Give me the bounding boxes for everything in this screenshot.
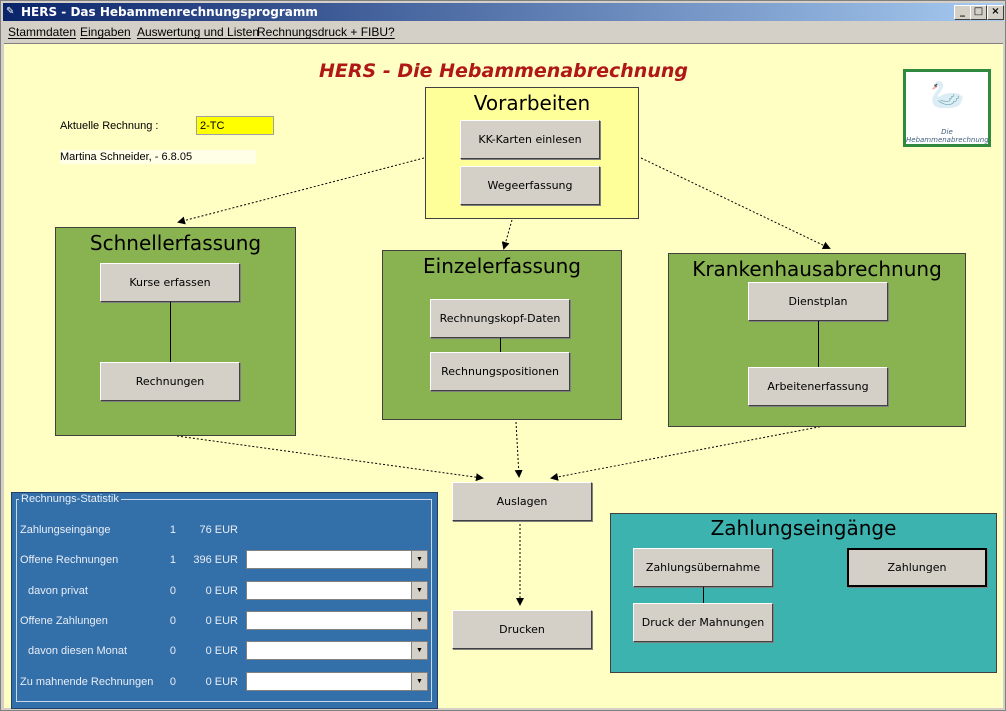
current-invoice-field[interactable]: 2-TC — [196, 116, 274, 135]
panel-krankenhaus: Krankenhausabrechnung Dienstplan Arbeite… — [668, 253, 966, 427]
stat-row: Zahlungseingänge 1 76 EUR — [12, 520, 432, 542]
offene-rechnungen-dropdown[interactable]: ▼ — [246, 550, 428, 569]
stat-label: davon privat — [28, 585, 88, 597]
rechnungskopf-button[interactable]: Rechnungskopf-Daten — [430, 299, 570, 338]
drucken-button[interactable]: Drucken — [452, 610, 592, 649]
stat-count: 0 — [169, 585, 176, 597]
kurse-erfassen-button[interactable]: Kurse erfassen — [100, 263, 240, 302]
auslagen-button[interactable]: Auslagen — [452, 482, 592, 521]
panel-einzelerfassung: Einzelerfassung Rechnungskopf-Daten Rech… — [382, 250, 622, 420]
stat-label: Zahlungseingänge — [20, 524, 111, 536]
menu-rechnungsdruck[interactable]: Rechnungsdruck + FIBU — [257, 25, 389, 39]
zahlungen-button[interactable]: Zahlungen — [847, 548, 987, 587]
stat-row: Zu mahnende Rechnungen 0 0 EUR ▼ — [12, 672, 432, 694]
stat-amount: 0 EUR — [205, 645, 238, 657]
stork-icon: 🦢 — [930, 78, 965, 111]
chevron-down-icon[interactable]: ▼ — [411, 673, 427, 690]
stat-label: Offene Zahlungen — [20, 615, 108, 627]
minimize-button[interactable]: _ — [954, 5, 971, 20]
einzel-title: Einzelerfassung — [423, 254, 581, 278]
menu-bar: Stammdaten Eingaben Auswertung und Liste… — [3, 22, 1003, 42]
stat-row: davon privat 0 0 EUR ▼ — [12, 581, 432, 603]
connector-line — [818, 321, 819, 367]
stat-amount: 396 EUR — [193, 554, 238, 566]
stat-row: davon diesen Monat 0 0 EUR ▼ — [12, 641, 432, 663]
connector-line — [170, 302, 171, 362]
stat-count: 0 — [169, 615, 176, 627]
statistics-title: Rechnungs-Statistik — [21, 493, 119, 505]
rechnungspositionen-button[interactable]: Rechnungspositionen — [430, 352, 570, 391]
stat-label: Offene Rechnungen — [20, 554, 119, 566]
title-bar: ✎ HERS - Das Hebammenrechnungsprogramm _… — [3, 3, 1004, 21]
chevron-down-icon[interactable]: ▼ — [411, 642, 427, 659]
schnell-title: Schnellerfassung — [89, 231, 262, 255]
stat-amount: 0 EUR — [205, 615, 238, 627]
chevron-down-icon[interactable]: ▼ — [411, 582, 427, 599]
menu-stammdaten[interactable]: Stammdaten — [8, 25, 77, 39]
menu-auswertung[interactable]: Auswertung und Listen — [137, 25, 260, 39]
maximize-button[interactable]: □ — [970, 5, 987, 20]
page-title: HERS - Die Hebammenabrechnung — [319, 60, 688, 82]
stat-amount: 76 EUR — [199, 524, 238, 536]
panel-vorarbeiten: Vorarbeiten KK-Karten einlesen Wegeerfas… — [425, 87, 639, 219]
zahlungsuebernahme-button[interactable]: Zahlungsübernahme — [633, 548, 773, 587]
connector-line — [500, 338, 501, 352]
stat-amount: 0 EUR — [205, 585, 238, 597]
kk-karten-button[interactable]: KK-Karten einlesen — [460, 120, 600, 159]
patient-name: Martina Schneider, - 6.8.05 — [60, 151, 193, 163]
window-title: HERS - Das Hebammenrechnungsprogramm — [21, 5, 318, 19]
stat-count: 0 — [169, 676, 176, 688]
mahnungen-dropdown[interactable]: ▼ — [246, 672, 428, 691]
main-form: HERS - Die Hebammenabrechnung Aktuelle R… — [4, 43, 1003, 709]
zahl-title: Zahlungseingänge — [710, 516, 897, 540]
connector-line — [703, 587, 704, 603]
menu-eingaben[interactable]: Eingaben — [80, 25, 131, 39]
druck-mahnungen-button[interactable]: Druck der Mahnungen — [633, 603, 773, 642]
dienstplan-button[interactable]: Dienstplan — [748, 282, 888, 321]
vorarbeiten-title: Vorarbeiten — [473, 91, 591, 115]
monat-dropdown[interactable]: ▼ — [246, 641, 428, 660]
stat-amount: 0 EUR — [205, 676, 238, 688]
statistics-panel: Rechnungs-Statistik Zahlungseingänge 1 7… — [11, 492, 438, 709]
stat-row: Offene Zahlungen 0 0 EUR ▼ — [12, 611, 432, 633]
hers-logo: 🦢 Die Hebammenabrechnung — [903, 69, 991, 147]
close-button[interactable]: × — [987, 5, 1004, 20]
arbeitenerfassung-button[interactable]: Arbeitenerfassung — [748, 367, 888, 406]
app-icon[interactable]: ✎ — [6, 6, 15, 17]
stat-count: 1 — [169, 554, 176, 566]
current-invoice-label: Aktuelle Rechnung : — [60, 120, 159, 132]
panel-zahlungseingaenge: Zahlungseingänge Zahlungsübernahme Zahlu… — [610, 513, 997, 673]
rechnungen-button[interactable]: Rechnungen — [100, 362, 240, 401]
offene-zahlungen-dropdown[interactable]: ▼ — [246, 611, 428, 630]
stat-row: Offene Rechnungen 1 396 EUR ▼ — [12, 550, 432, 572]
panel-schnellerfassung: Schnellerfassung Kurse erfassen Rechnung… — [55, 227, 296, 436]
privat-dropdown[interactable]: ▼ — [246, 581, 428, 600]
stat-count: 0 — [169, 645, 176, 657]
stat-label: Zu mahnende Rechnungen — [20, 676, 154, 688]
stat-count: 1 — [169, 524, 176, 536]
logo-caption: Die Hebammenabrechnung — [906, 128, 989, 144]
stat-label: davon diesen Monat — [28, 645, 128, 657]
wegeerfassung-button[interactable]: Wegeerfassung — [460, 166, 600, 205]
menu-help[interactable]: ? — [388, 25, 395, 39]
kh-title: Krankenhausabrechnung — [692, 257, 942, 281]
statistics-group: Rechnungs-Statistik — [16, 493, 432, 702]
chevron-down-icon[interactable]: ▼ — [411, 551, 427, 568]
chevron-down-icon[interactable]: ▼ — [411, 612, 427, 629]
